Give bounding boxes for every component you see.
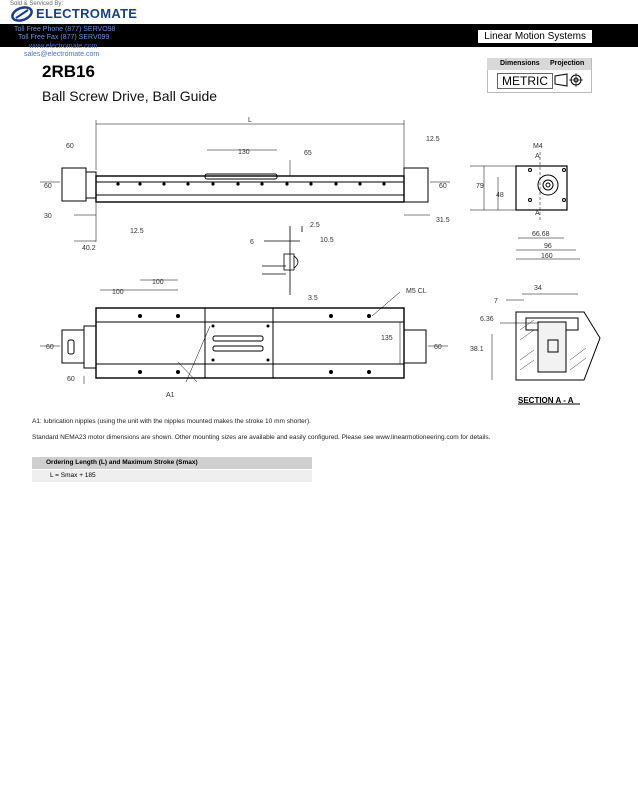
dim-60-right: 60 bbox=[439, 183, 447, 190]
label-A1: A1 bbox=[166, 392, 175, 399]
unit-label: METRIC bbox=[497, 73, 553, 89]
note-standard-motor: Standard NEMA23 motor dimensions are sho… bbox=[32, 434, 491, 441]
ordering-table: Ordering Length (L) and Maximum Stroke (… bbox=[32, 457, 312, 482]
product-description: Ball Screw Drive, Ball Guide bbox=[42, 88, 218, 104]
dim-M4: M4 bbox=[533, 143, 543, 150]
section-marker-a-bottom: A bbox=[535, 210, 540, 217]
bottom-view bbox=[40, 279, 448, 384]
dim-100-b: 100 bbox=[152, 279, 164, 286]
dim-34: 34 bbox=[534, 285, 542, 292]
dim-40-2: 40.2 bbox=[82, 245, 96, 252]
dim-38-1: 38.1 bbox=[470, 346, 484, 353]
dim-M5-CL: M5 CL bbox=[406, 288, 427, 295]
dim-12-5-top: 12.5 bbox=[426, 136, 440, 143]
top-view bbox=[40, 120, 450, 242]
dim-60-left: 60 bbox=[44, 183, 52, 190]
section-label: SECTION A - A bbox=[518, 396, 574, 405]
phone-text: Toll Free Phone (877) SERVO98 bbox=[14, 26, 116, 33]
dim-130: 130 bbox=[238, 149, 250, 156]
model-number: 2RB16 bbox=[42, 62, 95, 81]
dim-65: 65 bbox=[304, 150, 312, 157]
dim-66-68: 66.68 bbox=[532, 231, 550, 238]
dim-12-5-bottom: 12.5 bbox=[130, 228, 144, 235]
nipple-detail bbox=[262, 226, 303, 295]
dim-60-bottom-right: 60 bbox=[434, 344, 442, 351]
sold-by-text: Sold & Serviced By: bbox=[10, 1, 64, 7]
dim-135: 135 bbox=[381, 335, 393, 342]
technical-drawing: L 60 130 65 12.5 60 60 30 12.5 40.2 31.5… bbox=[40, 117, 601, 405]
brand-name: ELECTROMATE bbox=[36, 6, 138, 21]
third-angle-projection-icon bbox=[554, 73, 583, 87]
dim-3-5: 3.5 bbox=[308, 295, 318, 302]
email-link[interactable]: sales@electromate.com bbox=[24, 51, 100, 58]
dim-6-36: 6.36 bbox=[480, 316, 494, 323]
section-view bbox=[491, 293, 601, 405]
dim-60-bottom-left: 60 bbox=[46, 344, 54, 351]
dim-L: L bbox=[248, 117, 252, 124]
dim-30: 30 bbox=[44, 213, 52, 220]
section-title: Linear Motion Systems bbox=[478, 30, 592, 43]
dim-31-5: 31.5 bbox=[436, 217, 450, 224]
brand-logo-icon bbox=[11, 6, 33, 22]
projection-label: Projection bbox=[550, 60, 585, 67]
fax-text: Toll Free Fax (877) SERV099 bbox=[18, 34, 110, 41]
ordering-table-row: L = Smax + 185 bbox=[32, 470, 312, 482]
ordering-table-header: Ordering Length (L) and Maximum Stroke (… bbox=[32, 457, 312, 469]
note-lubrication: A1: lubrication nipples (using the unit … bbox=[32, 418, 311, 425]
section-marker-a-top: A bbox=[535, 153, 540, 160]
website-link[interactable]: www.electromate.com bbox=[29, 43, 98, 50]
dimensions-label: Dimensions bbox=[500, 60, 540, 67]
end-view bbox=[470, 152, 580, 260]
dim-60-bottom: 60 bbox=[67, 376, 75, 383]
dim-79: 79 bbox=[476, 183, 484, 190]
dim-6: 6 bbox=[250, 239, 254, 246]
dim-160: 160 bbox=[541, 253, 553, 260]
dim-96: 96 bbox=[544, 243, 552, 250]
dim-2-5: 2.5 bbox=[310, 222, 320, 229]
dimensions-box-header: Dimensions Projection bbox=[487, 58, 591, 70]
dim-100-a: 100 bbox=[112, 289, 124, 296]
dim-10-5: 10.5 bbox=[320, 237, 334, 244]
dim-7: 7 bbox=[494, 298, 498, 305]
dim-60-top: 60 bbox=[66, 143, 74, 150]
dim-48: 48 bbox=[496, 192, 504, 199]
